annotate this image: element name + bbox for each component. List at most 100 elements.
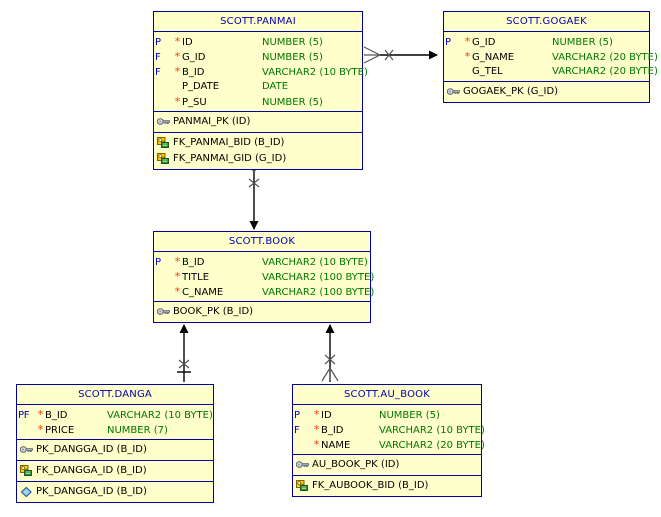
entity-title-panmai: SCOTT.PANMAI xyxy=(154,12,362,32)
attribute-row: *NAME VARCHAR2 (20 BYTE) xyxy=(293,437,485,452)
constraint-label: FK_AUBOOK_BID (B_ID) xyxy=(312,480,429,491)
attributes-section-danga: PF *B_ID VARCHAR2 (10 BYTE)*PRICE NUMBER (7… xyxy=(17,405,213,440)
attribute-name: G_TEL xyxy=(472,66,503,77)
fk-key-icon xyxy=(20,465,33,477)
constraint-row: AU_BOOK_PK (ID) xyxy=(293,457,481,473)
attribute-row: G_TEL VARCHAR2 (20 BYTE) xyxy=(444,64,658,79)
attribute-required-mark: * xyxy=(174,35,181,48)
constraint-label: PANMAI_PK (ID) xyxy=(173,116,251,127)
entity-title-gogaek: SCOTT.GOGAEK xyxy=(444,12,649,32)
attribute-name: G_ID xyxy=(182,52,206,63)
attribute-datatype: VARCHAR2 (20 BYTE) xyxy=(379,440,485,451)
attribute-datatype: NUMBER (5) xyxy=(379,410,440,421)
constraint-label: FK_PANMAI_BID (B_ID) xyxy=(173,137,285,148)
constraint-row: FK_PANMAI_BID (B_ID) xyxy=(154,135,362,151)
attribute-name: C_NAME xyxy=(182,287,224,298)
constraint-section: BOOK_PK (B_ID) xyxy=(154,302,370,322)
attribute-required-mark: * xyxy=(464,35,471,48)
attribute-datatype: VARCHAR2 (100 BYTE) xyxy=(262,272,375,283)
attribute-required-mark: * xyxy=(313,438,320,451)
pk-key-icon xyxy=(296,459,309,471)
fk-key-icon xyxy=(296,480,309,492)
constraint-label: BOOK_PK (B_ID) xyxy=(173,306,254,317)
fk-key-icon xyxy=(157,153,170,165)
attribute-datatype: VARCHAR2 (20 BYTE) xyxy=(552,66,658,77)
attribute-row: *PRICE NUMBER (7) xyxy=(17,422,213,437)
attribute-datatype: NUMBER (7) xyxy=(107,425,168,436)
constraint-label: GOGAEK_PK (G_ID) xyxy=(463,86,559,97)
attribute-name: B_ID xyxy=(182,67,205,78)
attribute-required-mark: * xyxy=(174,50,181,63)
attribute-datatype: NUMBER (5) xyxy=(262,52,323,63)
constraint-section: GOGAEK_PK (G_ID) xyxy=(444,82,649,102)
attribute-row: F *B_ID VARCHAR2 (10 BYTE) xyxy=(293,422,485,437)
attribute-row: P_DATE DATE xyxy=(154,79,362,94)
attribute-name: TITLE xyxy=(182,272,210,283)
attribute-required-mark: * xyxy=(37,423,44,436)
attribute-row: *TITLE VARCHAR2 (100 BYTE) xyxy=(154,269,375,284)
relationship-panmai-book xyxy=(245,159,263,230)
attribute-datatype: DATE xyxy=(262,81,289,92)
attribute-name: B_ID xyxy=(321,425,344,436)
entity-title-au_book: SCOTT.AU_BOOK xyxy=(293,385,481,405)
relationship-aubook-book xyxy=(321,324,339,382)
pk-key-icon xyxy=(157,306,170,318)
attribute-key-flag: F xyxy=(155,67,161,78)
attribute-name: PRICE xyxy=(45,425,75,436)
attribute-name: G_ID xyxy=(472,37,496,48)
attribute-key-flag: P xyxy=(294,410,300,421)
entity-title-danga: SCOTT.DANGA xyxy=(17,385,213,405)
attribute-required-mark: * xyxy=(174,255,181,268)
attribute-key-flag: F xyxy=(294,425,300,436)
entity-danga[interactable]: SCOTT.DANGA PF *B_ID VARCHAR2 (10 BYTE)*PRI… xyxy=(16,384,214,503)
attribute-datatype: VARCHAR2 (10 BYTE) xyxy=(107,410,213,421)
attribute-required-mark: * xyxy=(174,270,181,283)
attribute-name: NAME xyxy=(321,440,351,451)
constraint-row: PK_DANGGA_ID (B_ID) xyxy=(17,442,213,458)
attribute-datatype: VARCHAR2 (10 BYTE) xyxy=(379,425,485,436)
fk-key-icon xyxy=(157,137,170,149)
attribute-datatype: VARCHAR2 (100 BYTE) xyxy=(262,287,375,298)
attribute-name: B_ID xyxy=(182,257,205,268)
attribute-required-mark: * xyxy=(174,65,181,78)
attribute-name: P_DATE xyxy=(182,81,220,92)
attribute-name: G_NAME xyxy=(472,52,515,63)
relationship-danga-book xyxy=(177,324,191,382)
pk-key-icon xyxy=(447,86,460,98)
constraint-label: PK_DANGGA_ID (B_ID) xyxy=(36,486,147,497)
pk-key-icon xyxy=(20,444,33,456)
constraint-row: FK_PANMAI_GID (G_ID) xyxy=(154,151,362,167)
attribute-required-mark: * xyxy=(313,423,320,436)
constraint-row: FK_AUBOOK_BID (B_ID) xyxy=(293,478,481,494)
constraint-section: FK_AUBOOK_BID (B_ID) xyxy=(293,476,481,496)
attribute-name: B_ID xyxy=(45,410,68,421)
attribute-datatype: VARCHAR2 (20 BYTE) xyxy=(552,52,658,63)
constraint-section: AU_BOOK_PK (ID) xyxy=(293,455,481,476)
constraint-label: FK_DANGGA_ID (B_ID) xyxy=(36,465,147,476)
constraint-row: PANMAI_PK (ID) xyxy=(154,114,362,130)
attribute-datatype: NUMBER (5) xyxy=(552,37,613,48)
attribute-key-flag: P xyxy=(155,37,161,48)
constraint-row: FK_DANGGA_ID (B_ID) xyxy=(17,463,213,479)
constraint-row: PK_DANGGA_ID (B_ID) xyxy=(17,484,213,500)
attribute-required-mark: * xyxy=(464,50,471,63)
attribute-key-flag: P xyxy=(155,257,161,268)
attribute-key-flag: PF xyxy=(18,410,30,421)
constraint-section: FK_DANGGA_ID (B_ID) xyxy=(17,461,213,482)
attribute-datatype: NUMBER (5) xyxy=(262,97,323,108)
